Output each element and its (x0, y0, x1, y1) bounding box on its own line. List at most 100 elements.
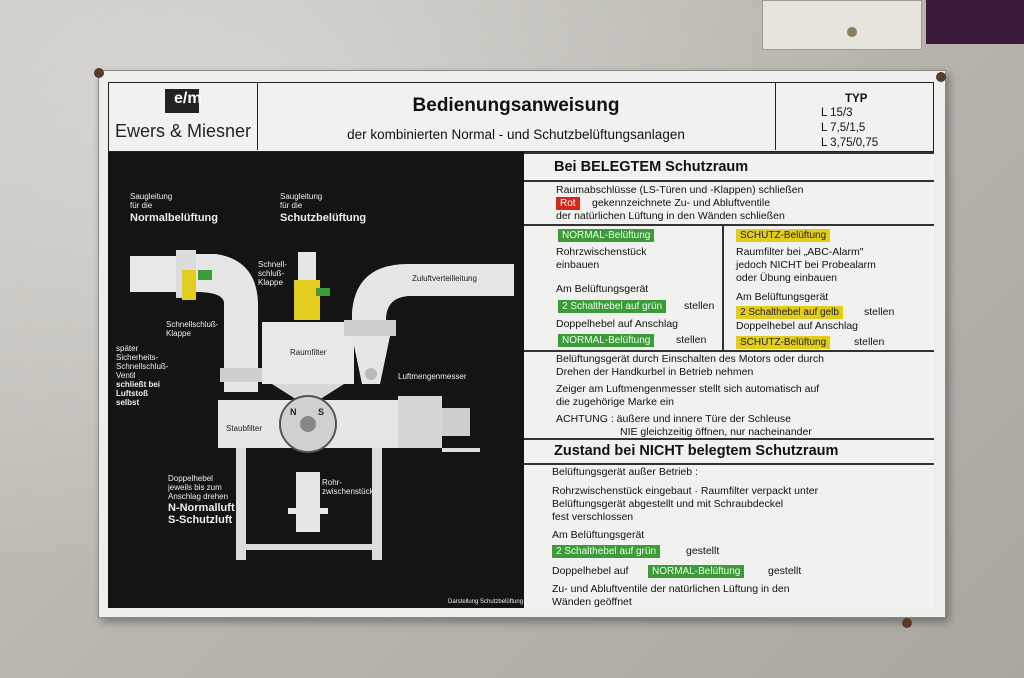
label-zuluft: Zuluftverteilleitung (412, 274, 477, 283)
column-divider (722, 224, 724, 350)
schutz-tag-3: SCHUTZ-Belüftung (736, 336, 831, 349)
schutz-line4: Am Belüftungsgerät (736, 291, 829, 303)
normal-line3: Am Belüftungsgerät (556, 283, 649, 295)
divider (524, 152, 934, 154)
normal-line2: einbauen (556, 259, 600, 271)
motor-line1: Belüftungsgerät durch Einschalten des Mo… (556, 353, 824, 365)
stellen-label: stellen (676, 334, 707, 346)
normal-valve-yellow (182, 270, 196, 300)
purple-object (926, 0, 1024, 44)
motor-line2: Drehen der Handkurbel in Betrieb nehmen (556, 366, 754, 378)
gestellt-label: gestellt (768, 565, 802, 577)
normal-clamp (220, 368, 262, 382)
meter-dial (365, 368, 377, 380)
screw (847, 27, 857, 37)
saug-schutz-small: Saugleitung für die (280, 192, 323, 210)
zeiger-line2: die zugehörige Marke ein (556, 396, 674, 408)
nicht-line8: Wänden geöffnet (552, 596, 632, 608)
schutz-valve (294, 280, 320, 320)
ventilation-diagram: Saugleitung für die Normalbelüftung Saug… (108, 152, 524, 608)
label-s: S (318, 407, 325, 417)
zuluft-duct (352, 264, 514, 320)
rot-tag: Rot (556, 197, 580, 210)
brand-logo-box: e/m Ewers & Miesner (109, 83, 258, 150)
achtung-line2: NIE gleichzeitig öffnen, nur nacheinande… (620, 426, 812, 438)
saug-normal-small: Saugleitung für die (130, 192, 173, 210)
schutz-line1: Raumfilter bei „ABC-Alarm" (736, 246, 864, 258)
nicht-line4: fest verschlossen (552, 511, 634, 523)
divider (524, 224, 934, 226)
mount-pin (902, 618, 912, 628)
nicht-line6: Doppelhebel auf (552, 565, 629, 577)
label-rohrzwischenstueck: Rohr- zwischenstück (322, 478, 374, 496)
nicht-line3: Belüftungsgerät abgestellt und mit Schra… (552, 498, 784, 510)
stellen-label: stellen (684, 300, 715, 312)
nicht-tag-2: NORMAL-Belüftung (648, 565, 745, 578)
frame-base (244, 544, 374, 550)
divider (524, 180, 934, 182)
nicht-line1: Belüftungsgerät außer Betrieb : (552, 466, 698, 478)
zuluft-clamp (344, 320, 396, 336)
nicht-line7: Zu- und Abluftventile der natürlichen Lü… (552, 583, 790, 595)
schutz-tag: SCHUTZ-Belüftung (736, 229, 831, 242)
achtung-line1: ACHTUNG : äußere und innere Türe der Sch… (556, 413, 791, 425)
schutz-line2: jedoch NICHT bei Probealarm (736, 259, 876, 271)
nicht-tag-1: 2 Schalthebel auf grün (552, 545, 661, 558)
double-lever-hub (300, 416, 316, 432)
wall-switch-plate (762, 0, 922, 50)
section-heading-nicht: Zustand bei NICHT belegtem Schutzraum (554, 443, 839, 459)
label-n: N (290, 407, 297, 417)
label-schnellschluss-top: Schnell- schluß- Klappe (258, 260, 287, 287)
belegt-line3: der natürlichen Lüftung in den Wänden sc… (556, 210, 785, 222)
type-box: TYP L 15/3 L 7,5/1,5 L 3,75/0,75 (775, 83, 931, 150)
normal-tag-2: 2 Schalthebel auf grün (558, 300, 667, 313)
rohrzwischenstueck-part (296, 472, 320, 532)
normal-tag-3: NORMAL-Belüftung (558, 334, 655, 347)
belegt-line1: Raumabschlüsse (LS-Türen und -Klappen) s… (556, 184, 804, 196)
diagram-drawing (130, 250, 514, 560)
label-schnellschluss: Schnellschluß- Klappe (166, 320, 219, 338)
belegt-line2: gekennzeichnete Zu- und Abluftventile (592, 197, 771, 209)
schutz-tag-2: 2 Schalthebel auf gelb (736, 306, 843, 319)
schutz-line3: oder Übung einbauen (736, 272, 838, 284)
raumfilter-funnel (272, 384, 344, 398)
divider (524, 438, 934, 440)
label-doppelhebel-bold: N-Normalluft S-Schutzluft (168, 502, 235, 526)
divider (524, 463, 934, 465)
title-box: Bedienungsanweisung der kombinierten Nor… (257, 83, 776, 150)
normal-line4: Doppelhebel auf Anschlag (556, 318, 679, 330)
raumfilter-box (262, 322, 354, 384)
label-raumfilter: Raumfilter (290, 348, 327, 357)
schutz-line5: Doppelhebel auf Anschlag (736, 320, 859, 332)
stellen-label: stellen (854, 336, 885, 348)
schutz-valve-green (316, 288, 330, 296)
brand-name: Ewers & Miesner (115, 121, 252, 141)
typ-value: L 15/3 (821, 107, 853, 119)
typ-value: L 7,5/1,5 (821, 122, 866, 134)
saug-normal-bold: Normalbelüftung (130, 212, 218, 224)
schutz-intake-pipe (298, 252, 316, 282)
gestellt-label: gestellt (686, 545, 720, 557)
label-sicherheitsventil: später Sicherheits- Schnellschluß- Venti… (116, 344, 169, 380)
label-darstellung: Darstellung Schutzbelüftung (448, 599, 524, 605)
zeiger-line1: Zeiger am Luftmengenmesser stellt sich a… (556, 383, 820, 395)
label-staubfilter: Staubfilter (226, 424, 263, 433)
frame-leg-right (372, 448, 382, 560)
luftmengenmesser-cone (352, 336, 390, 384)
stellen-label: stellen (864, 306, 895, 318)
fan-outlet (398, 396, 442, 448)
nicht-line5: Am Belüftungsgerät (552, 529, 645, 541)
page-title: Bedienungsanweisung (412, 95, 620, 116)
frame-leg-left (236, 448, 246, 560)
label-doppelhebel-small: Doppelhebel jeweils bis zum Anschlag dre… (168, 474, 229, 501)
fan-motor (442, 408, 470, 436)
section-heading-belegt: Bei BELEGTEM Schutzraum (554, 159, 749, 175)
sign-header: e/m Ewers & Miesner Bedienungsanweisung … (108, 82, 934, 152)
normal-tag: NORMAL-Belüftung (558, 229, 655, 242)
saug-schutz-bold: Schutzbelüftung (280, 212, 367, 224)
instruction-panel: Bei BELEGTEM Schutzraum Raumabschlüsse (… (524, 152, 934, 608)
rohr-flange (288, 508, 328, 514)
divider (524, 350, 934, 352)
mount-pin (936, 72, 946, 82)
page-subtitle: der kombinierten Normal - und Schutzbelü… (347, 127, 685, 142)
